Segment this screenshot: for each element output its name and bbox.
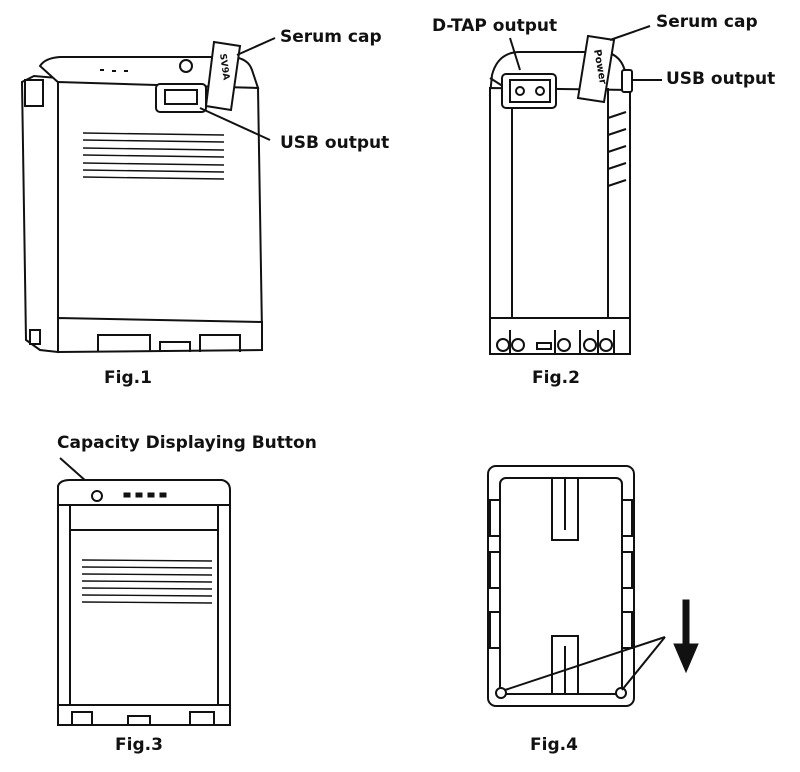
- fig2-caption: Fig.2: [532, 368, 580, 388]
- fig1-serum-cap-label: Serum cap: [280, 27, 382, 47]
- fig1-battery: SV9A: [20, 40, 264, 354]
- fig4-pointer-right: [621, 636, 666, 691]
- fig3-caption: Fig.3: [115, 735, 163, 755]
- fig2-battery: Power: [488, 34, 633, 355]
- fig2-serum-cap-label: Serum cap: [656, 12, 758, 32]
- fig2-serum-cap-leader: [609, 25, 651, 41]
- fig3-battery: [57, 479, 231, 726]
- fig1-usb-leader: [199, 107, 271, 141]
- fig4-pointer-left: [504, 636, 666, 691]
- fig2-dtap-output-label: D-TAP output: [432, 16, 557, 36]
- fig2-usb-output-label: USB output: [666, 69, 775, 89]
- down-arrow-icon: [673, 599, 699, 674]
- fig1-serum-cap-leader: [236, 37, 276, 56]
- fig1-caption: Fig.1: [104, 368, 152, 388]
- fig1-usb-output-label: USB output: [280, 133, 389, 153]
- fig3-capacity-button-label: Capacity Displaying Button: [57, 433, 317, 453]
- fig1-cap-text: SV9A: [217, 53, 231, 81]
- fig4-battery-bottom: [487, 465, 635, 707]
- fig4-caption: Fig.4: [530, 735, 578, 755]
- fig2-dtap-leader: [509, 37, 521, 71]
